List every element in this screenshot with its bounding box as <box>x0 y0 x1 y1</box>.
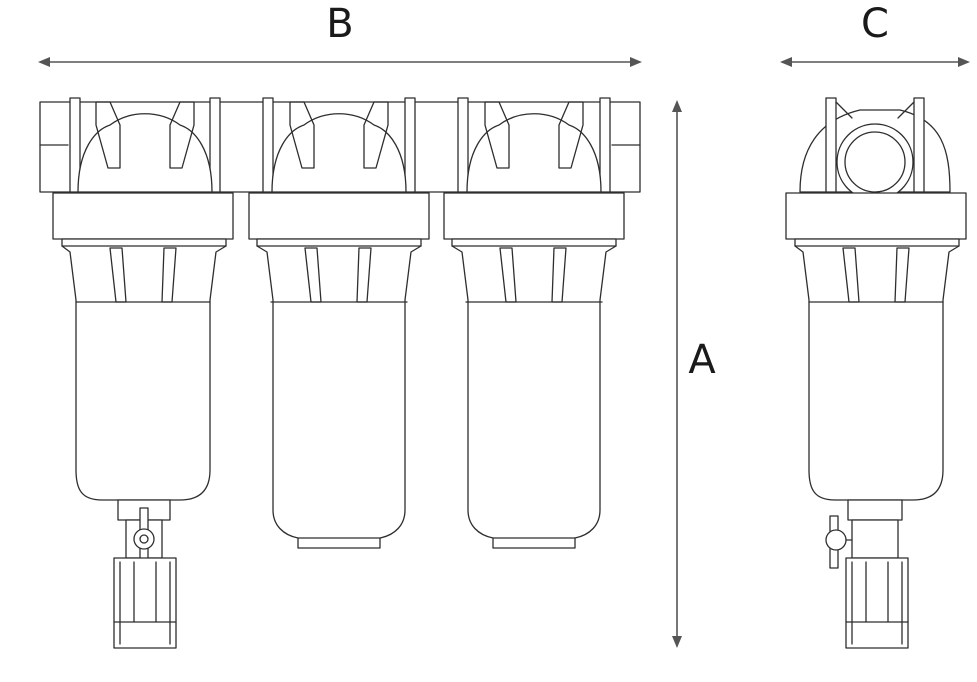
filter-bowl-3 <box>451 238 617 549</box>
ring-nut-1 <box>52 192 234 240</box>
filter-head-3 <box>457 97 611 193</box>
dimension-a-label: A <box>688 337 716 383</box>
filter-head-2 <box>262 97 416 193</box>
dimension-b-label: B <box>326 1 354 47</box>
side-ring-nut <box>785 192 967 240</box>
filter-head-1 <box>69 97 221 193</box>
filter-bowl-1 <box>61 238 227 649</box>
drain-nut <box>113 557 177 649</box>
side-view <box>785 97 967 649</box>
ring-nut-2 <box>248 192 430 240</box>
side-drain-nut <box>845 557 909 649</box>
dimension-c-label: C <box>861 1 889 47</box>
ring-nut-3 <box>443 192 625 240</box>
front-view <box>39 97 641 649</box>
filter-bowl-2 <box>256 238 422 549</box>
